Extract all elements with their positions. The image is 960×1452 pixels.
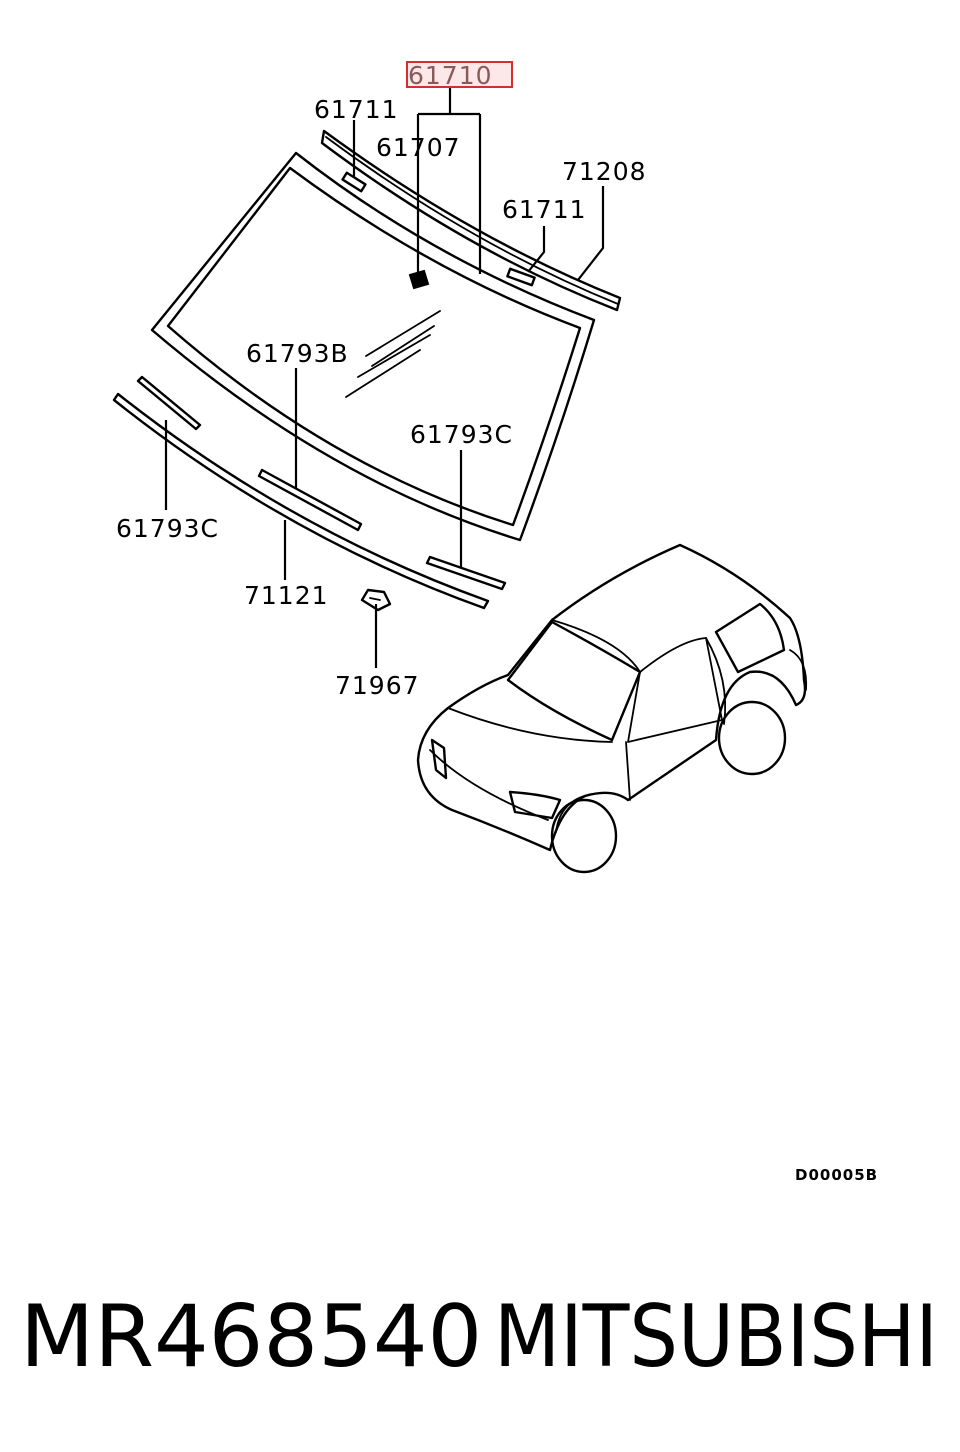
dam-61793c-right[interactable]	[425, 555, 507, 591]
molding-71121[interactable]	[112, 392, 490, 610]
dam-61793b[interactable]	[257, 468, 363, 532]
callout-61711-top[interactable]: 61711	[314, 95, 399, 124]
highlight-box-61710	[406, 61, 513, 88]
callout-61793c-left[interactable]: 61793C	[116, 514, 219, 543]
vehicle-illustration	[416, 543, 808, 874]
drawing-code: D00005B	[795, 1166, 878, 1184]
callout-61707[interactable]: 61707	[376, 133, 461, 162]
callout-71208[interactable]: 71208	[562, 157, 647, 186]
brand-name: MITSUBISHI	[494, 1287, 938, 1387]
callout-71967[interactable]: 71967	[335, 671, 420, 700]
callout-71121[interactable]: 71121	[244, 581, 329, 610]
mirror-mount-61707[interactable]	[408, 269, 430, 290]
leader-lines	[164, 88, 605, 668]
callout-61711-right[interactable]: 61711	[502, 195, 587, 224]
callout-61793b[interactable]: 61793B	[246, 339, 349, 368]
dam-61793c-left[interactable]	[136, 375, 202, 431]
part-number: MR468540	[20, 1287, 482, 1387]
callout-61710[interactable]: 61710	[408, 61, 493, 90]
clip-61711-top[interactable]	[341, 171, 367, 193]
molding-71208[interactable]	[320, 129, 622, 312]
clip-61711-right[interactable]	[506, 267, 536, 287]
windshield-glass[interactable]	[150, 151, 596, 542]
callout-61793c-right[interactable]: 61793C	[410, 420, 513, 449]
